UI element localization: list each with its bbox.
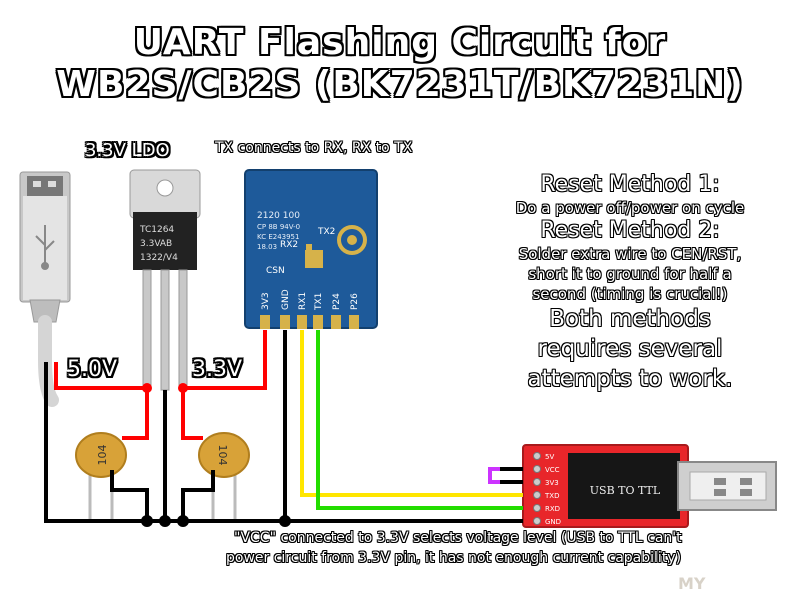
wire-gnd-cap-right	[181, 470, 215, 521]
wire-3v3-out	[181, 330, 267, 402]
module-pin-pad-3v3	[260, 315, 270, 329]
module-pin-label-3v3: 3V3	[261, 292, 271, 310]
reset-method-1-title: Reset Method 1:	[540, 172, 720, 197]
module-pin-pad-gnd	[280, 315, 290, 329]
title-line-2: WB2S/CB2S (BK7231T/BK7231N)	[56, 64, 744, 105]
ldo-regulator: TC1264 3.3VAB 1322/V4	[129, 169, 201, 391]
junction-dots	[141, 383, 291, 527]
module-marking-1: 2120 100	[257, 211, 300, 221]
module-marking-4: 18.03	[257, 243, 277, 251]
capacitor-left: 104	[75, 432, 127, 520]
module-pin-label-tx1: TX1	[314, 293, 324, 311]
usb-ttl-pin-label-vcc: VCC	[545, 466, 560, 474]
wire-rx1	[300, 330, 523, 497]
voltage-3v3-label: 3.3V	[192, 357, 243, 382]
wire-gnd-left	[44, 362, 500, 523]
title-line-1: UART Flashing Circuit for	[133, 22, 667, 63]
wires	[44, 330, 523, 523]
usb-ttl-pin-5v	[533, 452, 541, 460]
reset-method-2-line-1: Solder extra wire to CEN/RST,	[518, 245, 742, 263]
footer-line-1: "VCC" connected to 3.3V selects voltage …	[234, 530, 682, 546]
wire-cap-right-pos	[181, 402, 203, 440]
reset-method-2-title: Reset Method 2:	[540, 218, 720, 243]
module-marking-3: KC E243951	[257, 233, 299, 241]
ldo-marking-3: 1322/V4	[140, 253, 178, 263]
reset-method-2-line-3: second (timing is crucial!)	[532, 285, 728, 303]
module-pin-label-gnd: GND	[281, 289, 291, 310]
usb-ttl-pin-gnd	[533, 517, 541, 525]
conclusion-line-3: attempts to work.	[527, 366, 733, 392]
conclusion-line-2: requires several	[537, 336, 723, 362]
usb-ttl-pin-vcc	[533, 465, 541, 473]
watermark: MY	[678, 574, 706, 593]
usb-ttl-pin-3v3	[533, 478, 541, 486]
pad-csn-label: CSN	[266, 266, 285, 276]
reset-method-1-desc: Do a power off/power on cycle	[515, 199, 745, 217]
ldo-marking-2: 3.3VAB	[140, 239, 172, 249]
reset-instructions: Reset Method 1: Do a power off/power on …	[470, 172, 790, 394]
ldo-label: 3.3V LDO	[85, 140, 170, 161]
reset-method-2-line-2: short it to ground for half a	[528, 265, 732, 283]
wire-cap-left-pos	[122, 402, 149, 440]
wb2s-module: 2120 100 CP 8B 94V-0 KC E243951 18.03 TX…	[244, 169, 378, 329]
tx-rx-note: TX connects to RX, RX to TX	[215, 140, 413, 156]
module-marking-2: CP 8B 94V-0	[257, 223, 300, 231]
usb-ttl-pin-label-rxd: RXD	[545, 505, 560, 513]
usb-ttl-pin-txd	[533, 491, 541, 499]
usb-ttl-pin-label-txd: TXD	[544, 492, 559, 500]
usb-ttl-pin-label-5v: 5V	[545, 453, 554, 461]
module-pin-pad-tx1	[313, 315, 323, 329]
usb-cable	[19, 171, 71, 407]
footer-line-2: power circuit from 3.3V pin, it has not …	[226, 550, 682, 566]
module-pin-label-p24: P24	[332, 293, 342, 310]
usb-ttl-pin-label-3v3: 3V3	[545, 479, 559, 487]
usb-symbol-icon	[35, 225, 55, 270]
module-pin-label-rx1: RX1	[298, 292, 308, 310]
module-pin-pad-p24	[331, 315, 341, 329]
usb-ttl-pin-label-gnd: GND	[545, 518, 561, 526]
capacitor-right-marking: 104	[216, 445, 229, 466]
conclusion-line-1: Both methods	[549, 306, 711, 332]
module-pin-label-p26: P26	[350, 293, 360, 310]
voltage-5v-label: 5.0V	[67, 357, 118, 382]
module-pin-pad-p26	[349, 315, 359, 329]
capacitor-right: 104	[198, 432, 250, 520]
capacitor-left-marking: 104	[96, 445, 109, 466]
pad-rx2-label: RX2	[280, 240, 298, 250]
usb-ttl-label: USB TO TTL	[590, 484, 661, 497]
wire-5v	[54, 362, 149, 402]
wire-vcc-jumper	[488, 467, 500, 484]
ldo-marking-1: TC1264	[139, 225, 174, 235]
module-pin-labels: 3V3 GND RX1 TX1 P24 P26	[260, 289, 360, 329]
module-pin-pad-rx1	[297, 315, 307, 329]
wire-tx1	[316, 330, 523, 510]
pad-tx2-label: TX2	[317, 227, 335, 237]
wire-gnd-cap-left	[110, 470, 149, 521]
usb-ttl-pin-rxd	[533, 504, 541, 512]
